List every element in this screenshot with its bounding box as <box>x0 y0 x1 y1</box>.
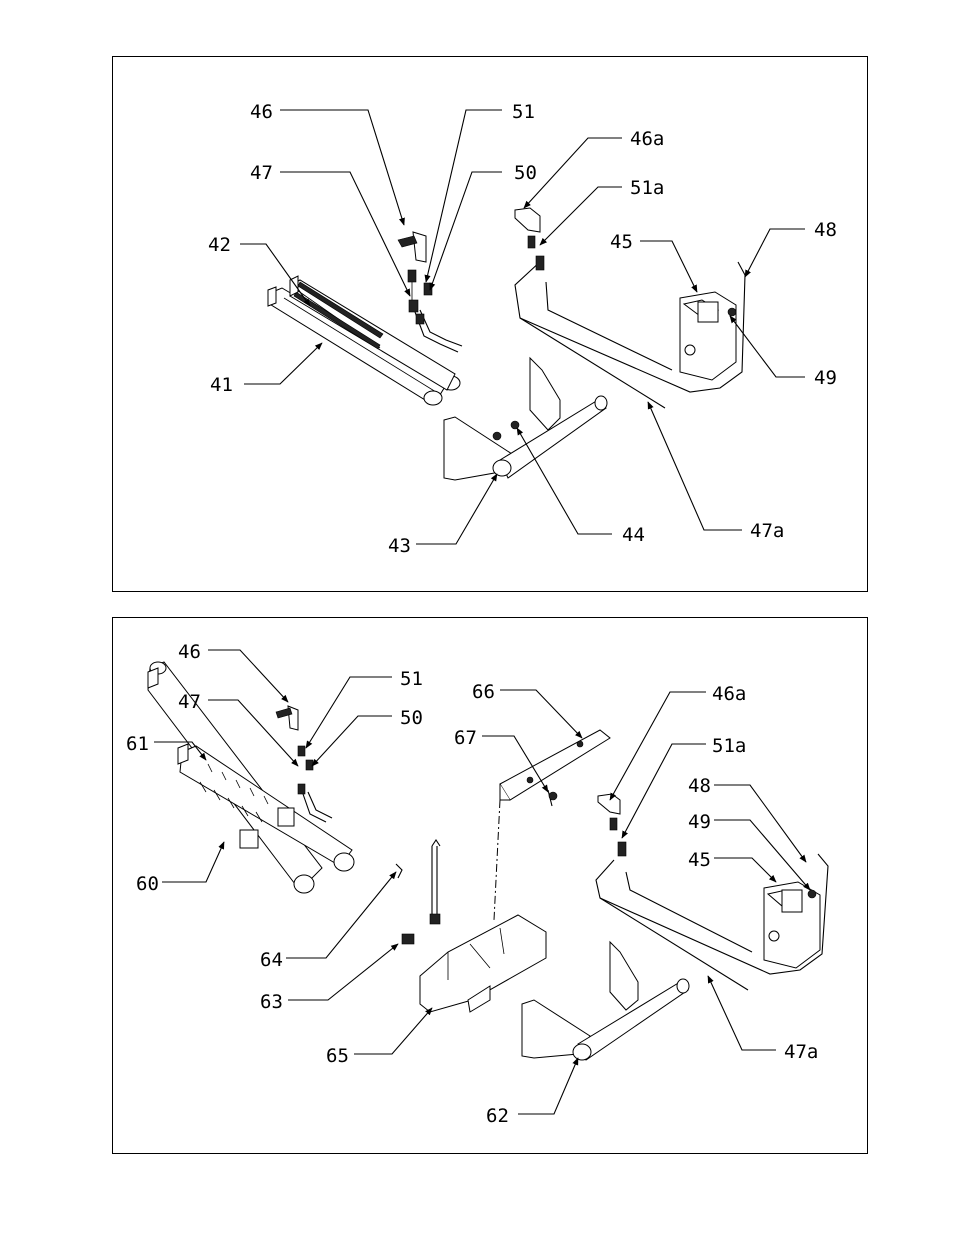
label-bottom-49: 49 <box>688 811 711 833</box>
label-bottom-51a: 51a <box>712 735 746 757</box>
pilot-tubing-64 <box>396 840 440 944</box>
label-bottom-67: 67 <box>454 727 477 749</box>
label-top-51a: 51a <box>630 177 664 199</box>
label-top-46a: 46a <box>630 128 664 150</box>
label-bottom-47a: 47a <box>784 1041 818 1063</box>
label-bottom-60: 60 <box>136 873 159 895</box>
label-top-46: 46 <box>250 101 273 123</box>
label-top-50: 50 <box>514 162 537 184</box>
label-top-48: 48 <box>814 219 837 241</box>
label-top-51: 51 <box>512 101 535 123</box>
burner-tube-41 <box>268 276 460 405</box>
label-top-43: 43 <box>388 535 411 557</box>
bracket-66 <box>500 730 610 806</box>
label-top-45: 45 <box>610 231 633 253</box>
label-bottom-46a: 46a <box>712 683 746 705</box>
manifold-62 <box>522 942 689 1060</box>
label-bottom-62: 62 <box>486 1105 509 1127</box>
label-bottom-47: 47 <box>178 691 201 713</box>
label-top-47a: 47a <box>750 520 784 542</box>
label-bottom-48: 48 <box>688 775 711 797</box>
burner-box-65 <box>420 915 546 1012</box>
label-top-41: 41 <box>210 374 233 396</box>
label-bottom-63: 63 <box>260 991 283 1013</box>
label-top-44: 44 <box>622 524 645 546</box>
label-bottom-64: 64 <box>260 949 283 971</box>
label-bottom-50: 50 <box>400 707 423 729</box>
label-top-42: 42 <box>208 234 231 256</box>
label-top-47: 47 <box>250 162 273 184</box>
label-bottom-45: 45 <box>688 849 711 871</box>
manifold-43 <box>444 358 607 480</box>
label-bottom-51: 51 <box>400 668 423 690</box>
label-bottom-46: 46 <box>178 641 201 663</box>
label-bottom-66: 66 <box>472 681 495 703</box>
bottom-parts-drawing <box>148 650 828 1114</box>
label-bottom-61: 61 <box>126 733 149 755</box>
gas-valve-bottom-45 <box>596 794 828 990</box>
label-bottom-65: 65 <box>326 1045 349 1067</box>
label-top-49: 49 <box>814 367 837 389</box>
